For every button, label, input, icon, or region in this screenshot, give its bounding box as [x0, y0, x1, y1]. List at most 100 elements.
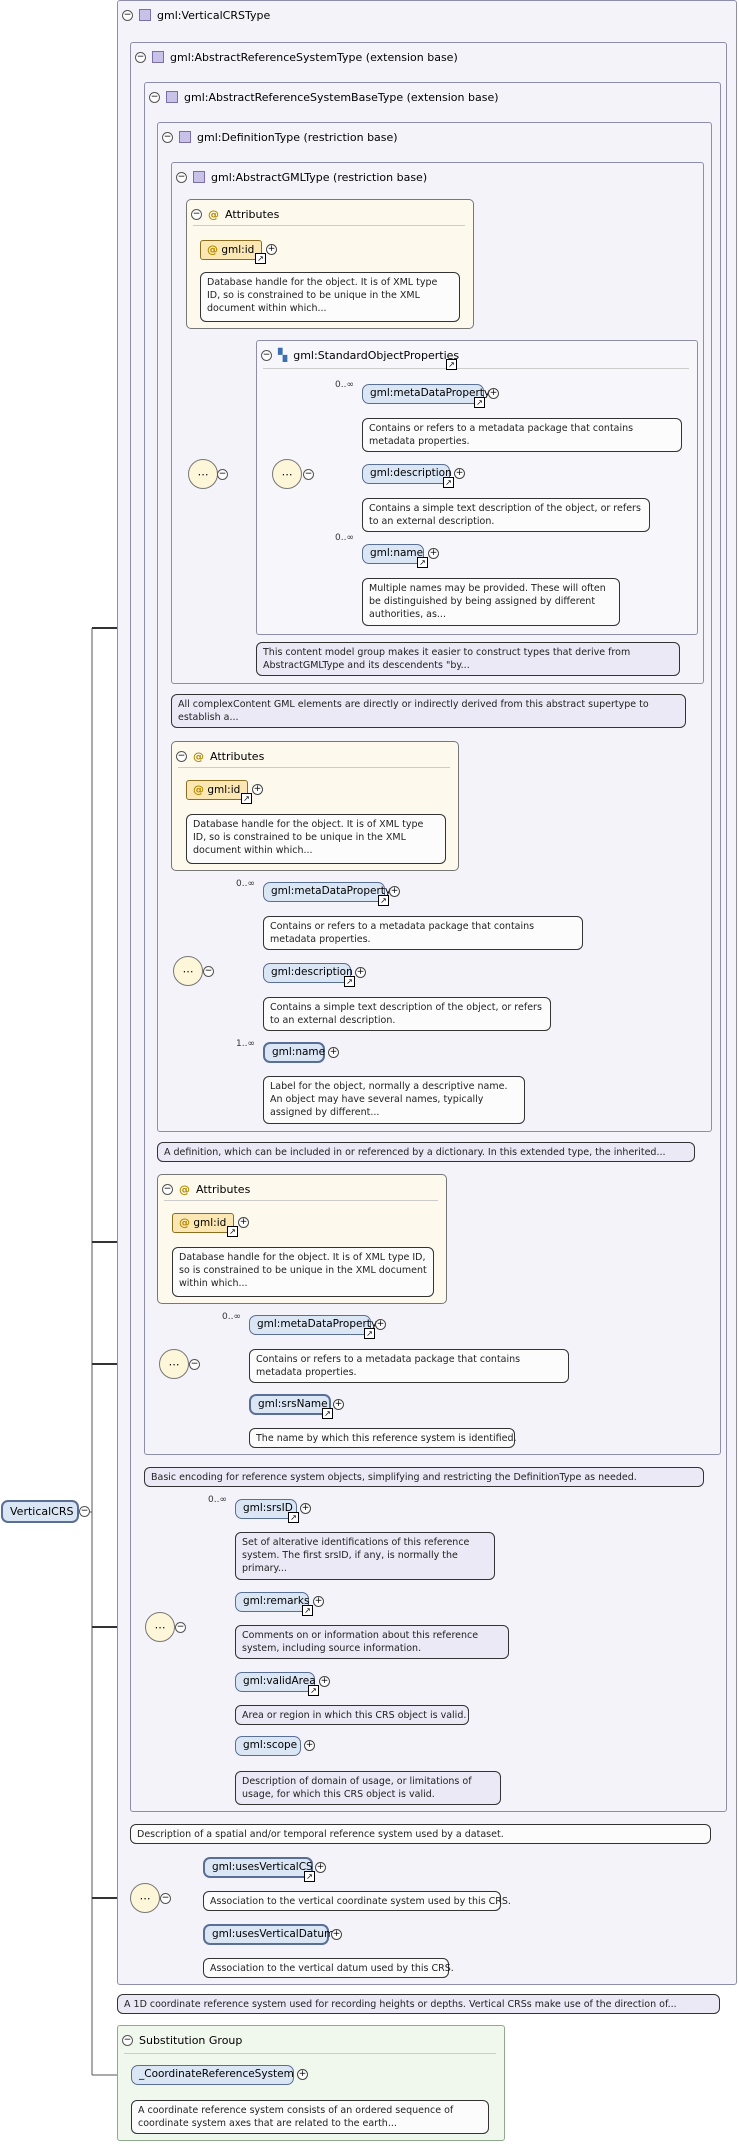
plus-circle-icon[interactable]: + — [300, 1503, 311, 1514]
link-arrow-icon[interactable]: ↗ — [364, 1328, 375, 1339]
link-arrow-icon[interactable]: ↗ — [417, 557, 428, 568]
srs-name-doc: The name by which this reference system … — [249, 1428, 517, 1448]
type-title: gml:DefinitionType (restriction base) — [197, 130, 398, 144]
attribute-icon: @ — [207, 243, 218, 256]
substitution-group-header: − Substitution Group — [122, 2033, 243, 2047]
abstract-reference-system-base-type-doc: Basic encoding for reference system obje… — [144, 1467, 704, 1487]
plus-circle-icon[interactable]: + — [375, 1319, 386, 1330]
plus-circle-icon[interactable]: + — [252, 784, 263, 795]
link-arrow-icon[interactable]: ↗ — [241, 793, 252, 804]
plus-circle-icon[interactable]: + — [304, 1740, 315, 1751]
plus-circle-icon[interactable]: + — [331, 1929, 342, 1940]
sequence-icon: ⋯ — [173, 956, 203, 986]
element-description[interactable]: gml:description — [362, 464, 452, 484]
type-title: gml:VerticalCRSType — [157, 8, 271, 22]
attribute-icon: @ — [179, 1216, 190, 1229]
element-srs-name[interactable]: gml:srsName — [249, 1394, 331, 1415]
minus-circle-icon[interactable]: − — [162, 131, 173, 143]
minus-circle-icon[interactable]: − — [203, 966, 214, 977]
srs-id-doc: Set of alterative identifications of thi… — [235, 1532, 495, 1580]
link-arrow-icon[interactable]: ↗ — [255, 253, 266, 264]
minus-circle-icon[interactable]: − — [191, 208, 202, 220]
minus-circle-icon[interactable]: − — [217, 469, 228, 480]
plus-circle-icon[interactable]: + — [333, 1399, 344, 1410]
plus-circle-icon[interactable]: + — [238, 1217, 249, 1228]
plus-circle-icon[interactable]: + — [266, 244, 277, 255]
gml-id-doc: Database handle for the object. It is of… — [172, 1247, 434, 1297]
element-coordinate-reference-system[interactable]: _CoordinateReferenceSystem — [131, 2065, 294, 2085]
root-element-verticalcrs[interactable]: VerticalCRS — [1, 1500, 79, 1523]
link-arrow-icon[interactable]: ↗ — [443, 477, 454, 488]
element-valid-area[interactable]: gml:validArea — [235, 1672, 316, 1692]
vertical-crs-type-header: − gml:VerticalCRSType — [122, 5, 270, 25]
remarks-doc: Comments on or information about this re… — [235, 1625, 509, 1659]
attribute-gml-id[interactable]: @ gml:id — [186, 780, 248, 800]
cardinality-label: 0..∞ — [208, 1495, 227, 1505]
abstract-reference-system-type-doc: Description of a spatial and/or temporal… — [130, 1824, 711, 1844]
attribute-icon: @ — [208, 207, 219, 221]
minus-circle-icon[interactable]: − — [79, 1506, 90, 1517]
attribute-gml-id[interactable]: @ gml:id — [200, 240, 262, 260]
attribute-gml-id[interactable]: @ gml:id — [172, 1213, 234, 1233]
element-remarks[interactable]: gml:remarks — [235, 1592, 309, 1612]
minus-circle-icon[interactable]: − — [189, 1359, 200, 1370]
minus-circle-icon[interactable]: − — [122, 9, 133, 21]
divider — [164, 1200, 438, 1201]
link-arrow-icon[interactable]: ↗ — [322, 1408, 333, 1419]
cardinality-label: 0..∞ — [335, 380, 354, 390]
standard-object-properties-header: − ▚ gml:StandardObjectProperties — [261, 348, 460, 362]
plus-circle-icon[interactable]: + — [355, 967, 366, 978]
link-arrow-icon[interactable]: ↗ — [446, 359, 457, 370]
plus-circle-icon[interactable]: + — [389, 886, 400, 897]
minus-circle-icon[interactable]: − — [175, 1622, 186, 1633]
coordinate-reference-system-doc: A coordinate reference system consists o… — [131, 2100, 489, 2134]
element-scope[interactable]: gml:scope — [235, 1736, 301, 1756]
element-name[interactable]: gml:name — [263, 1042, 325, 1063]
element-metadata-property[interactable]: gml:metaDataProperty — [362, 384, 490, 404]
plus-circle-icon[interactable]: + — [315, 1862, 326, 1873]
plus-circle-icon[interactable]: + — [328, 1047, 339, 1058]
plus-circle-icon[interactable]: + — [297, 2069, 308, 2080]
attribute-icon: @ — [193, 783, 204, 796]
minus-circle-icon[interactable]: − — [135, 51, 146, 63]
link-arrow-icon[interactable]: ↗ — [227, 1226, 238, 1237]
link-arrow-icon[interactable]: ↗ — [288, 1512, 299, 1523]
sequence-icon: ⋯ — [188, 459, 218, 489]
link-arrow-icon[interactable]: ↗ — [302, 1605, 313, 1616]
complex-type-icon — [139, 9, 151, 21]
metadata-property-doc: Contains or refers to a metadata package… — [249, 1349, 569, 1383]
uses-vertical-datum-doc: Association to the vertical datum used b… — [203, 1958, 454, 1978]
type-title: gml:AbstractReferenceSystemBaseType (ext… — [184, 90, 499, 104]
element-name[interactable]: gml:name — [362, 544, 424, 564]
element-srs-id[interactable]: gml:srsID — [235, 1499, 297, 1519]
link-arrow-icon[interactable]: ↗ — [304, 1871, 315, 1882]
minus-circle-icon[interactable]: − — [261, 349, 272, 361]
plus-circle-icon[interactable]: + — [319, 1676, 330, 1687]
element-uses-vertical-cs[interactable]: gml:usesVerticalCS — [203, 1857, 313, 1878]
minus-circle-icon[interactable]: − — [303, 469, 314, 480]
minus-circle-icon[interactable]: − — [176, 171, 187, 183]
minus-circle-icon[interactable]: − — [176, 750, 187, 762]
minus-circle-icon[interactable]: − — [162, 1183, 173, 1195]
element-metadata-property[interactable]: gml:metaDataProperty — [263, 882, 391, 902]
plus-circle-icon[interactable]: + — [428, 548, 439, 559]
plus-circle-icon[interactable]: + — [313, 1596, 324, 1607]
sequence-icon: ⋯ — [272, 459, 302, 489]
link-arrow-icon[interactable]: ↗ — [344, 976, 355, 987]
link-arrow-icon[interactable]: ↗ — [308, 1685, 319, 1696]
minus-circle-icon[interactable]: − — [160, 1893, 171, 1904]
link-arrow-icon[interactable]: ↗ — [474, 397, 485, 408]
scope-doc: Description of domain of usage, or limit… — [235, 1771, 501, 1805]
plus-circle-icon[interactable]: + — [454, 468, 465, 479]
minus-circle-icon[interactable]: − — [122, 2034, 133, 2046]
vertical-crs-type-doc: A 1D coordinate reference system used fo… — [117, 1994, 720, 2014]
abstract-gml-type-doc: All complexContent GML elements are dire… — [171, 694, 686, 728]
element-description[interactable]: gml:description — [263, 963, 353, 983]
element-metadata-property[interactable]: gml:metaDataProperty — [249, 1315, 377, 1335]
minus-circle-icon[interactable]: − — [149, 91, 160, 103]
divider — [263, 368, 689, 369]
name-label-doc: Label for the object, normally a descrip… — [263, 1076, 525, 1124]
link-arrow-icon[interactable]: ↗ — [378, 895, 389, 906]
plus-circle-icon[interactable]: + — [488, 388, 499, 399]
element-uses-vertical-datum[interactable]: gml:usesVerticalDatum — [203, 1924, 334, 1945]
